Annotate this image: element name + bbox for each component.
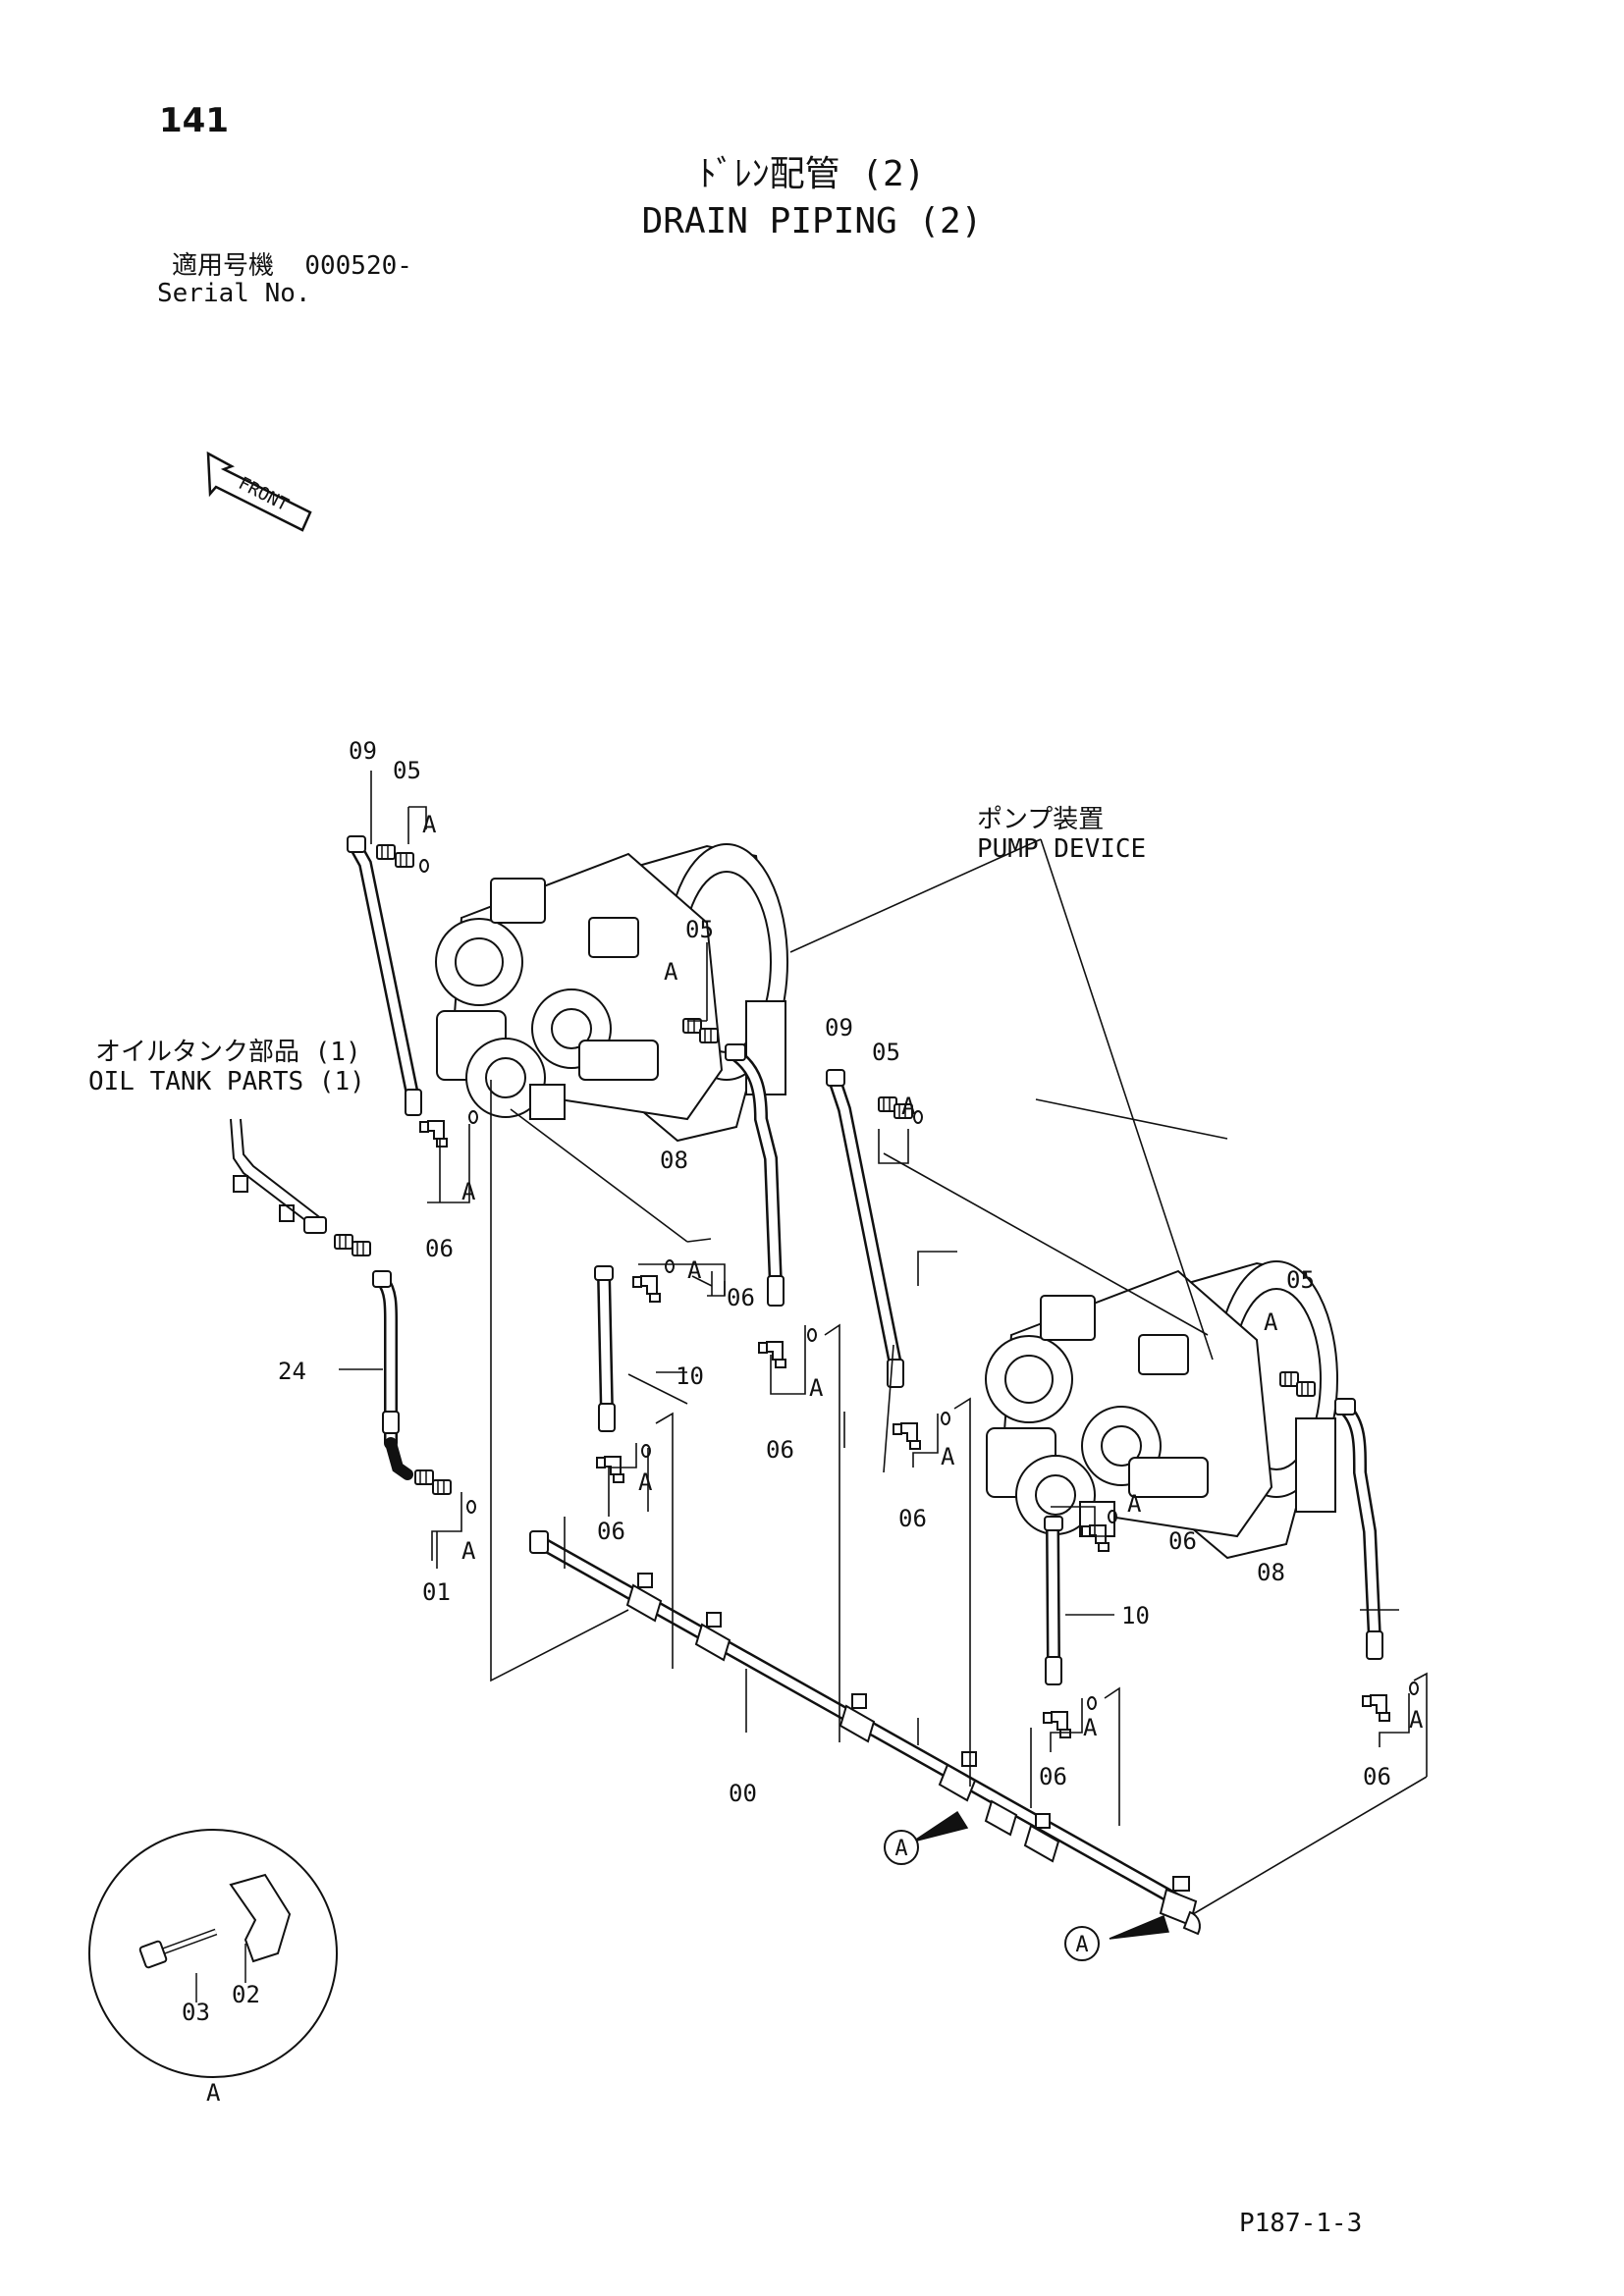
part-label-06-e: 06	[898, 1505, 927, 1532]
detail-a-inset: 03 02 A	[88, 1829, 338, 2107]
oil-tank-label: OIL TANK PARTS (1)	[88, 1067, 365, 1096]
detail-pointers	[912, 1810, 1169, 1940]
ref-a-6: A	[809, 1374, 824, 1402]
detail-a-circle-left: A	[884, 1830, 919, 1865]
part-label-08-lower: 08	[1257, 1559, 1285, 1586]
ref-a-2: A	[664, 958, 678, 986]
serial-value: 000520-	[304, 251, 412, 281]
detail-a-circle-right: A	[1064, 1926, 1100, 1961]
part-label-03: 03	[182, 1999, 210, 2026]
pump-device-label-japanese: ポンプ装置	[977, 805, 1104, 834]
part-label-06-b: 06	[727, 1284, 755, 1311]
page-title: DRAIN PIPING (2)	[641, 201, 983, 241]
part-labels: 09 05 05 09 05 05 06 08 06 24 10 06 06 0…	[278, 737, 1391, 1807]
pump-device-callout: ポンプ装置 PUMP DEVICE	[977, 805, 1146, 864]
ref-a-3: A	[461, 1178, 476, 1205]
part-label-09-lower: 09	[825, 1014, 853, 1041]
ref-a-4: A	[687, 1256, 702, 1284]
hoses	[349, 839, 1381, 1671]
part-label-06-a: 06	[425, 1235, 454, 1262]
part-label-10-upper: 10	[676, 1362, 704, 1390]
part-label-09-upper: 09	[349, 737, 377, 765]
part-label-24: 24	[278, 1358, 306, 1385]
part-label-02: 02	[232, 1981, 260, 2008]
part-label-00: 00	[729, 1780, 757, 1807]
pump-device-label: PUMP DEVICE	[977, 834, 1146, 864]
page-title-japanese: ﾄﾞﾚﾝ配管 (2)	[698, 154, 926, 194]
ref-a-12: A	[1083, 1714, 1098, 1741]
part-label-06-c: 06	[766, 1436, 794, 1464]
serial-number-line: 適用号機 000520-	[172, 253, 412, 279]
part-label-06-h: 06	[1363, 1763, 1391, 1790]
leader-lines	[339, 771, 1428, 1915]
oil-tank-pipe	[230, 1118, 327, 1234]
part-label-10-lower: 10	[1121, 1602, 1150, 1629]
detail-a-label-right: A	[1075, 1933, 1088, 1957]
part-label-06-g: 06	[1039, 1763, 1067, 1790]
reference-letters: A A A A A A A A A A A A A	[422, 811, 1424, 1741]
part-label-05-upper: 05	[393, 757, 421, 784]
ref-a-7: A	[1264, 1308, 1278, 1336]
main-drain-pipe	[529, 1530, 1201, 1936]
part-label-05-pump1: 05	[685, 916, 714, 943]
ref-a-11: A	[1127, 1490, 1142, 1518]
serial-label: Serial No.	[157, 279, 311, 308]
part-label-06-f: 06	[1168, 1527, 1197, 1555]
ref-a-13: A	[1409, 1706, 1424, 1734]
part-label-05-pump2: 05	[1286, 1266, 1315, 1294]
page-code: P187-1-3	[1239, 2209, 1363, 2238]
front-arrow-icon: FRONT	[206, 451, 312, 532]
ref-a-9: A	[638, 1468, 653, 1496]
oil-tank-label-japanese: オイルタンク部品 (1)	[95, 1038, 361, 1067]
pump-device-lower	[985, 1260, 1338, 1560]
oil-tank-callout: オイルタンク部品 (1) OIL TANK PARTS (1)	[88, 1038, 365, 1096]
ref-a-10: A	[941, 1443, 955, 1470]
page-number: 141	[159, 101, 229, 140]
part-label-06-d: 06	[597, 1518, 625, 1545]
ref-a-1: A	[422, 811, 437, 838]
part-label-08-upper: 08	[660, 1147, 688, 1174]
part-label-05-lower: 05	[872, 1039, 900, 1066]
serial-label-japanese: 適用号機	[172, 251, 275, 281]
part-label-01: 01	[422, 1578, 451, 1606]
ref-a-8: A	[461, 1537, 476, 1565]
hose-end-fittings	[347, 835, 1383, 1685]
ref-a-5: A	[901, 1093, 916, 1120]
detail-a-caption: A	[206, 2079, 221, 2107]
pump-device-upper	[435, 843, 788, 1143]
detail-a-label-left: A	[894, 1837, 907, 1861]
